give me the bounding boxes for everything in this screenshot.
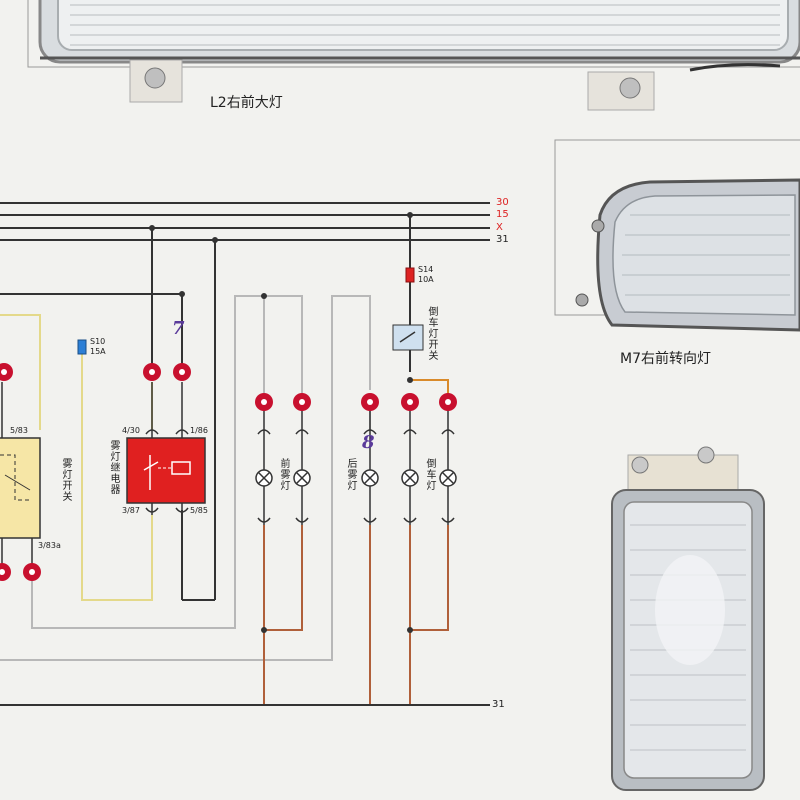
jack[interactable] [0, 363, 13, 381]
brown-wires [263, 525, 449, 705]
fuse-s10-amp: 15A [90, 347, 106, 356]
bus-label-31: 31 [496, 234, 509, 245]
fog-relay-box [126, 437, 206, 504]
fuse-s14 [405, 267, 415, 283]
fog-switch-box [0, 437, 41, 539]
jack[interactable] [401, 393, 419, 411]
ground-label-31: 31 [492, 699, 505, 710]
jack[interactable] [293, 393, 311, 411]
relay-feed-wires [0, 215, 411, 601]
jack[interactable] [361, 393, 379, 411]
jack[interactable] [173, 363, 191, 381]
switch-pin-583: 5/83 [10, 426, 28, 435]
banana-jacks [0, 363, 457, 581]
reverse-switch-symbol [392, 324, 424, 351]
jack[interactable] [0, 563, 11, 581]
bus-label-15: 15 [496, 209, 509, 220]
relay-pin-585: 5/85 [190, 506, 208, 515]
bus-lines [0, 202, 490, 241]
lamp-leads [1, 382, 449, 565]
jack[interactable] [439, 393, 457, 411]
relay-pin-387: 3/87 [122, 506, 140, 515]
switch-pin-383a: 3/83a [38, 541, 61, 550]
headlamp-panel-outline [27, 0, 800, 68]
relay-name-label: 雾灯继电器 [108, 440, 119, 495]
relay-pin-430: 4/30 [122, 426, 140, 435]
headlamp-label: L2右前大灯 [210, 95, 283, 111]
rear-fog-label: 后雾灯 [345, 458, 356, 491]
handwritten-mark-8: 8 [362, 432, 375, 453]
bus-label-30: 30 [496, 197, 509, 208]
bus-label-x: X [496, 222, 503, 233]
relay-pin-186: 1/86 [190, 426, 208, 435]
jack[interactable] [23, 563, 41, 581]
headlamp-lens [38, 0, 800, 64]
turn-signal-lamp [575, 178, 800, 332]
front-fog-label: 前雾灯 [278, 458, 289, 491]
headlamp-bracket-right [587, 71, 655, 111]
reverse-lamp-label: 倒车灯 [424, 458, 435, 491]
fuse-s14-amp: 10A [418, 275, 434, 284]
reverse-switch-label: 倒车灯开关 [426, 306, 437, 361]
handwritten-mark-7: 7 [172, 318, 185, 339]
fuse-s10-label: S10 [90, 337, 106, 346]
jack[interactable] [143, 363, 161, 381]
orange-wires [410, 379, 449, 395]
fuse-s10 [77, 339, 87, 355]
fog-switch-label: 雾灯开关 [60, 458, 71, 502]
grey-wires [0, 295, 371, 661]
fuse-s14-label: S14 [418, 265, 434, 274]
headlamp-bracket-left [129, 59, 183, 103]
turn-signal-label: M7右前转向灯 [620, 351, 711, 367]
fog-lamp [611, 446, 765, 791]
jack[interactable] [255, 393, 273, 411]
connector-arcs [145, 429, 455, 523]
